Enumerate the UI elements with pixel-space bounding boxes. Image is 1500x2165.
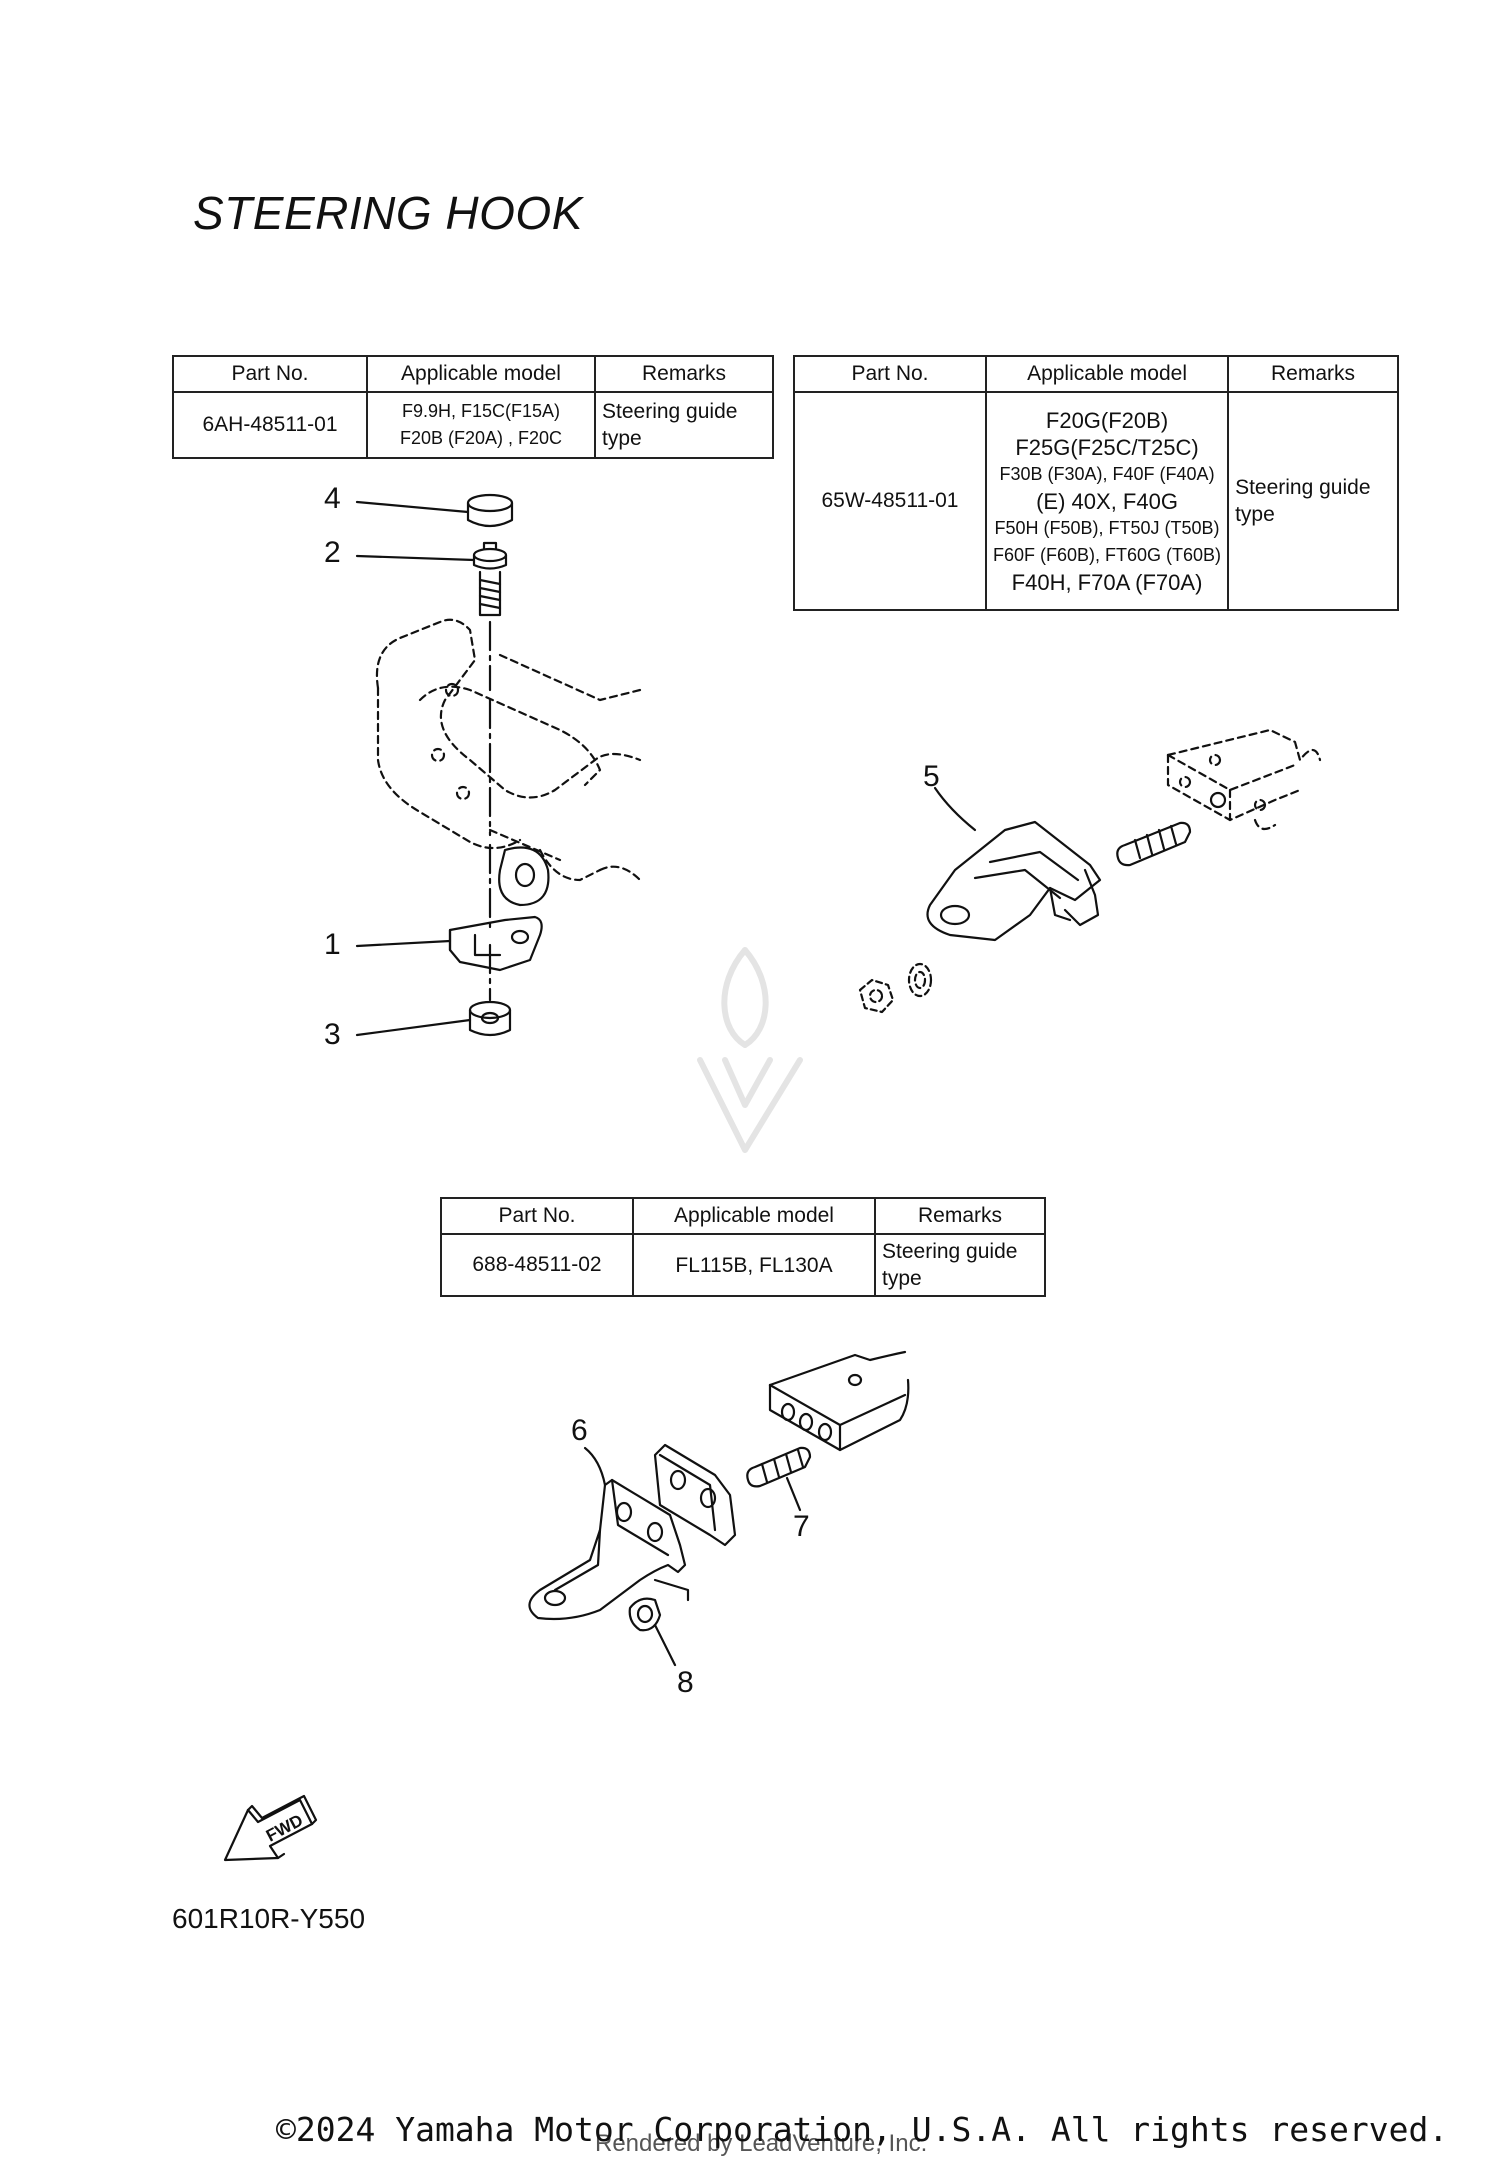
washer — [907, 962, 933, 998]
callout-3[interactable]: 3 — [324, 1018, 341, 1051]
applicable-models: F20G(F20B) F25G(F25C/T25C) F30B (F30A), … — [984, 391, 1230, 611]
steering-hook-part-5 — [926, 820, 1102, 942]
remark-line: Steering guide — [602, 400, 738, 423]
header-applicable-model: Applicable model — [632, 1197, 876, 1235]
leader-line-3 — [355, 1018, 472, 1037]
callout-6[interactable]: 6 — [571, 1414, 588, 1447]
remarks-cell: Steering guide type — [874, 1233, 1046, 1297]
applicable-models: FL115B, FL130A — [632, 1233, 876, 1297]
model-line: (E) 40X, F40G — [1036, 488, 1178, 514]
header-remarks: Remarks — [874, 1197, 1046, 1235]
part-number[interactable]: 65W-48511-01 — [793, 391, 987, 611]
model-line: F20G(F20B) — [1045, 407, 1169, 433]
parts-table-2: Part No. Applicable model Remarks 65W-48… — [793, 355, 1399, 611]
diagram-code: 601R10R-Y550 — [172, 1903, 366, 1934]
bracket-block-3 — [768, 1350, 910, 1452]
callout-7[interactable]: 7 — [793, 1510, 810, 1543]
model-line: F60F (F60B), FT60G (T60B) — [993, 544, 1222, 565]
table-header-row: Part No. Applicable model Remarks — [793, 355, 1399, 393]
callout-5[interactable]: 5 — [923, 760, 940, 793]
remark-line: type — [1235, 503, 1275, 526]
table-row: 688-48511-02 FL115B, FL130A Steering gui… — [440, 1233, 1046, 1297]
applicable-models: F9.9H, F15C(F15A) F20B (F20A) , F20C — [366, 391, 596, 459]
mounting-boss — [498, 846, 550, 907]
part-number[interactable]: 688-48511-02 — [440, 1233, 634, 1297]
header-applicable-model: Applicable model — [984, 355, 1230, 393]
table-row: 6AH-48511-01 F9.9H, F15C(F15A) F20B (F20… — [172, 391, 774, 459]
header-remarks: Remarks — [1227, 355, 1399, 393]
model-line: F25G(F25C/T25C) — [1015, 434, 1199, 460]
remark-line: Steering guide — [882, 1240, 1018, 1263]
header-part-no: Part No. — [440, 1197, 634, 1235]
bracket-frame — [375, 618, 642, 882]
remark-line: Steering guide — [1235, 476, 1371, 499]
table-header-row: Part No. Applicable model Remarks — [440, 1197, 1046, 1235]
bracket-block — [1166, 728, 1322, 831]
model-line: F40H, F70A (F70A) — [1011, 569, 1203, 595]
leader-line-1 — [355, 939, 452, 948]
header-remarks: Remarks — [594, 355, 774, 393]
header-part-no: Part No. — [172, 355, 368, 393]
steering-hook-part-1 — [448, 915, 543, 972]
steering-hook-part-6 — [528, 1478, 687, 1621]
leader-line-2 — [355, 554, 476, 562]
table-header-row: Part No. Applicable model Remarks — [172, 355, 774, 393]
nut-part-8 — [628, 1597, 677, 1667]
remark-line: type — [602, 427, 642, 450]
rendered-by-text: Rendered by LeadVenture, Inc. — [595, 2130, 928, 2157]
model-line: F20B (F20A) , F20C — [399, 428, 563, 448]
leader-line-6 — [583, 1446, 607, 1487]
remarks-cell: Steering guide type — [594, 391, 774, 459]
group-1-drawing — [355, 493, 642, 1037]
part-number[interactable]: 6AH-48511-01 — [172, 391, 368, 459]
model-line: F9.9H, F15C(F15A) — [401, 401, 561, 421]
group-2-drawing — [858, 728, 1322, 1014]
callout-2[interactable]: 2 — [324, 536, 341, 569]
callout-1[interactable]: 1 — [324, 928, 341, 961]
remarks-cell: Steering guide type — [1227, 391, 1399, 611]
header-applicable-model: Applicable model — [366, 355, 596, 393]
stud-part-7 — [746, 1446, 812, 1512]
spacer-plate — [653, 1443, 737, 1547]
watermark-logo — [697, 947, 803, 1153]
callout-4[interactable]: 4 — [324, 482, 341, 515]
stud-spring — [1116, 821, 1192, 867]
model-line: F50H (F50B), FT50J (T50B) — [994, 517, 1220, 538]
table-row: 65W-48511-01 F20G(F20B) F25G(F25C/T25C) … — [793, 391, 1399, 611]
page-title: STEERING HOOK — [193, 187, 583, 239]
header-part-no: Part No. — [793, 355, 987, 393]
bracket-line — [653, 1578, 690, 1602]
boss-hole — [1209, 791, 1227, 809]
parts-table-1: Part No. Applicable model Remarks 6AH-48… — [172, 355, 774, 459]
group-3-drawing — [528, 1350, 910, 1667]
copyright-notice: ©2024 Yamaha Motor Corporation, U.S.A. A… — [276, 2110, 1449, 2149]
callout-8[interactable]: 8 — [677, 1666, 694, 1699]
leader-line-5 — [933, 786, 977, 832]
parts-table-3: Part No. Applicable model Remarks 688-48… — [440, 1197, 1046, 1297]
leader-line-4 — [355, 500, 470, 514]
cap-part-4 — [466, 493, 514, 528]
nut-part-3 — [468, 1000, 512, 1037]
nut — [858, 978, 895, 1014]
model-line: F30B (F30A), F40F (F40A) — [999, 463, 1215, 484]
remark-line: type — [882, 1267, 922, 1290]
fwd-arrow-icon — [223, 1794, 318, 1862]
bolt-part-2 — [472, 541, 508, 617]
